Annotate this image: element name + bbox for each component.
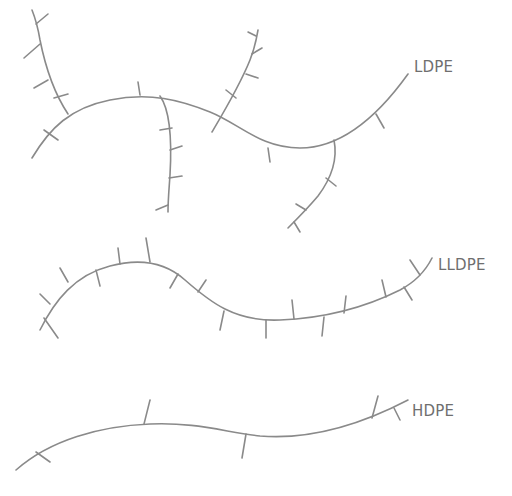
polymer-label: LLDPE [438, 258, 486, 273]
ldpe-branch [32, 10, 68, 114]
polymer-label: HDPE [412, 404, 454, 419]
ldpe-branch [212, 30, 258, 132]
lldpe-chain [40, 258, 432, 330]
ldpe-branch [160, 96, 171, 212]
hdpe-chain [16, 400, 408, 470]
ldpe-chain [32, 74, 408, 158]
ldpe-branch [288, 140, 335, 228]
polymer-label: LDPE [414, 60, 453, 75]
